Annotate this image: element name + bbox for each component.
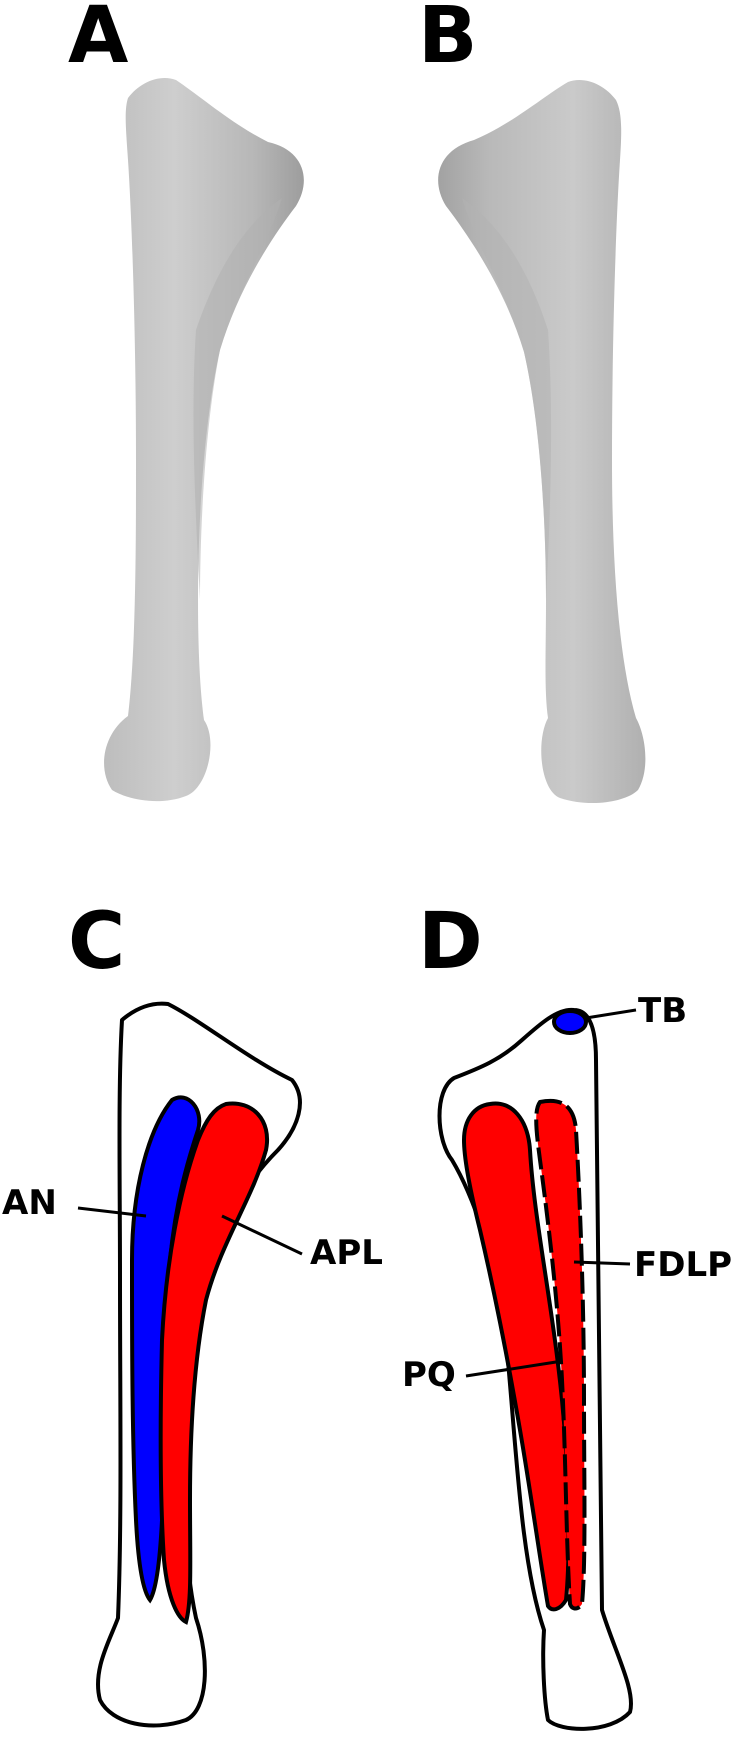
apl-leader-line [221,1214,303,1256]
an-region [129,1095,202,1604]
label-apl: APL [310,1233,383,1273]
bone-render-b [438,80,646,804]
label-pq: PQ [402,1355,456,1395]
label-an: AN [2,1183,57,1223]
bone-outline-c: AN APL [2,1001,383,1728]
pq-leader-line [465,1360,557,1378]
bone-render-a [104,78,304,802]
pq-region [461,1101,571,1612]
label-fdlp: FDLP [634,1245,732,1285]
fdlp-leader-line [573,1260,631,1266]
panel-letter-b: B [418,0,477,81]
panel-letter-d: D [418,897,483,987]
label-tb: TB [638,991,687,1031]
apl-region [158,1101,270,1625]
fdlp-region [534,1098,587,1611]
panel-letter-c: C [68,897,125,987]
an-leader-line [77,1206,147,1218]
tb-leader-line [585,1008,637,1020]
panel-letter-a: A [68,0,128,81]
tb-region [552,1009,588,1035]
bone-outline-d: TB FDLP PQ [402,991,732,1731]
